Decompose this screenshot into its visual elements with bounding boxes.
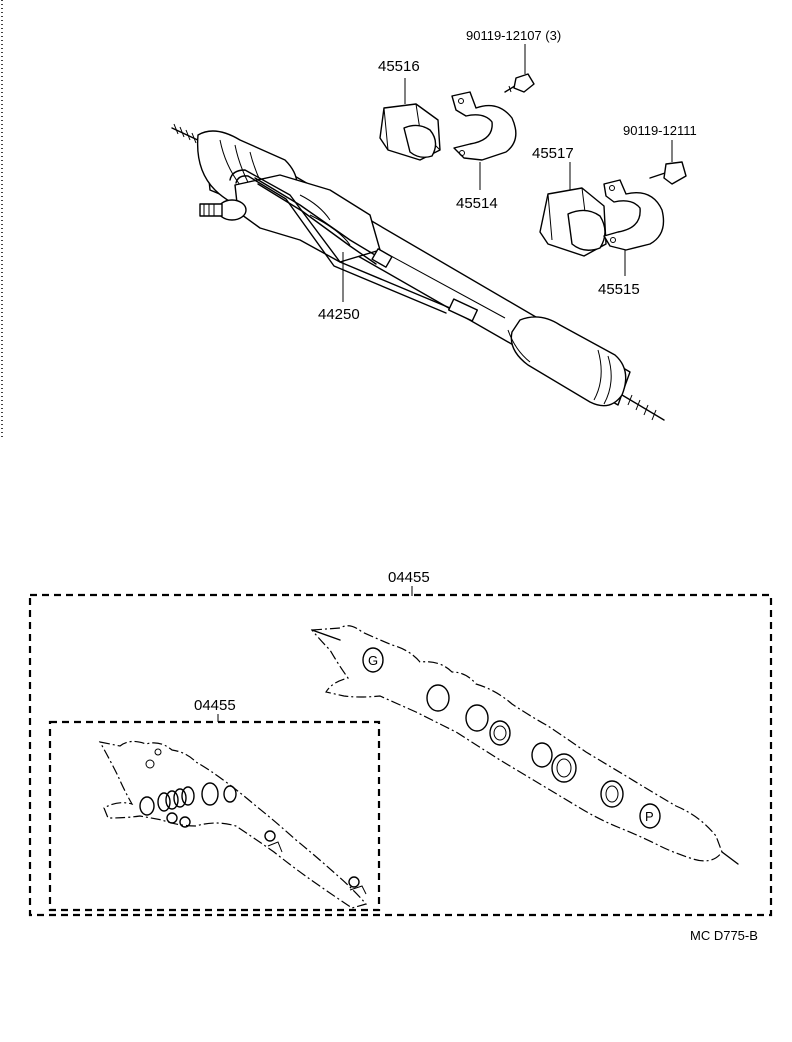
valve-housing-outline <box>98 740 368 909</box>
bolt-a <box>504 73 535 93</box>
bracket-lh <box>451 91 517 161</box>
label-cushion-rh: 45517 <box>532 145 574 162</box>
drawing-code: MC D775-B <box>690 928 758 943</box>
bracket-rh <box>603 179 665 251</box>
pressure-tubes <box>229 169 479 322</box>
svg-text:P: P <box>645 809 654 824</box>
gasket-kit-inner-box <box>48 720 381 912</box>
label-gasket-kit-outer: 04455 <box>388 569 430 586</box>
label-cushion-lh: 45516 <box>378 58 420 75</box>
label-bracket-lh: 45514 <box>456 195 498 212</box>
label-gear-assy: 44250 <box>318 306 360 323</box>
input-shaft <box>199 199 247 221</box>
bracket-cushion-lh <box>379 103 441 161</box>
label-gasket-kit-inner: 04455 <box>194 697 236 714</box>
steering-gear-assembly <box>171 123 665 421</box>
svg-text:G: G <box>368 653 378 668</box>
label-bolt-a: 90119-12107 (3) <box>466 28 561 43</box>
label-bolt-b: 90119-12111 <box>623 123 697 138</box>
gasket-kit-outer-box <box>28 593 773 917</box>
rack-housing-outline: G P <box>310 625 739 865</box>
label-bracket-rh: 45515 <box>598 281 640 298</box>
bracket-cushion-rh <box>539 187 607 257</box>
bolt-b <box>649 161 687 185</box>
right-tie-rod-thread <box>621 394 665 421</box>
